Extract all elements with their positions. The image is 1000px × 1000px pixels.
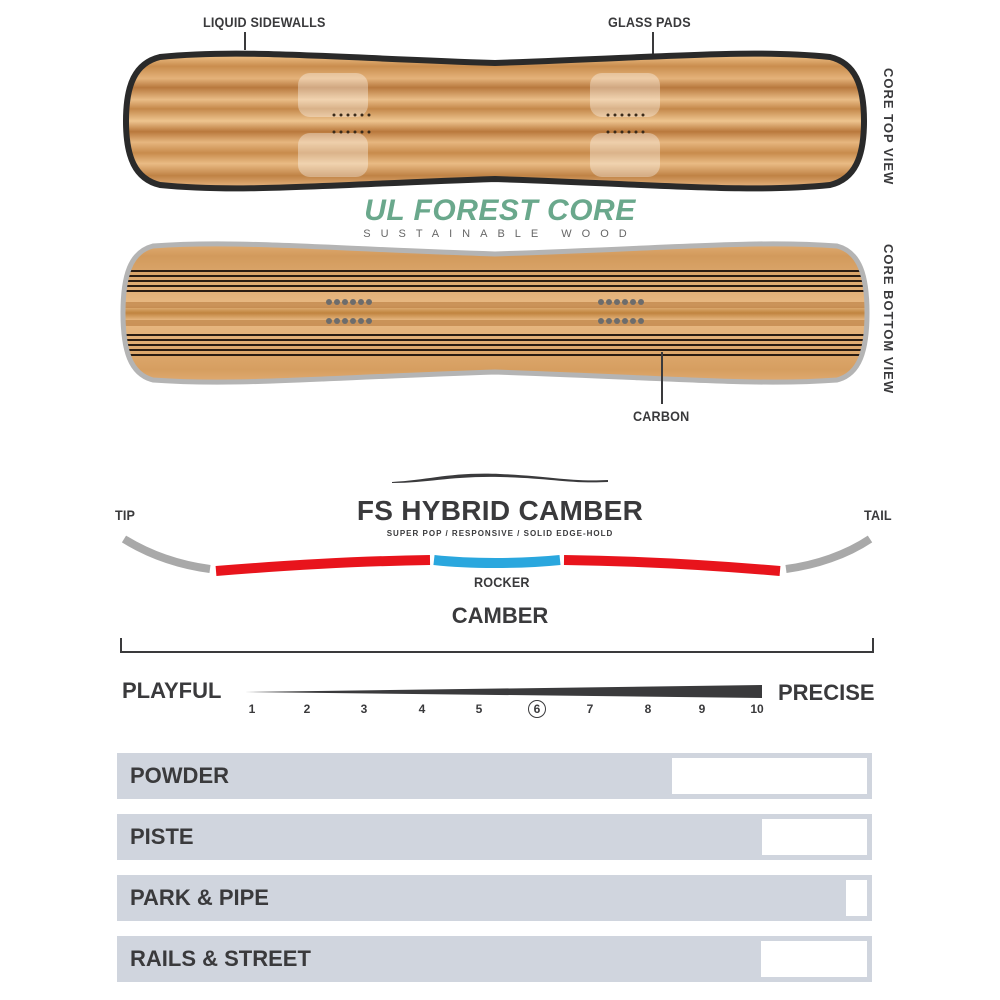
rating-empty-segment	[762, 819, 867, 855]
camber-label: CAMBER	[451, 603, 549, 628]
rating-bar-piste: PISTE	[117, 814, 872, 860]
profile-title: FS HYBRID CAMBER	[356, 495, 644, 526]
scale-tick: 1	[248, 702, 256, 716]
scale-tick: 10	[750, 702, 764, 716]
callout-glass-pads: GLASS PADS	[608, 14, 691, 30]
leader-line	[244, 32, 246, 50]
rating-label: PARK & PIPE	[130, 885, 269, 910]
camber-profile-diagram	[121, 535, 873, 576]
scale-tick: 4	[418, 702, 426, 716]
scale-tick: 3	[360, 702, 368, 716]
scale-tick-selected: 6	[528, 700, 546, 718]
scale-tick: 8	[644, 702, 652, 716]
scale-wedge	[245, 685, 762, 698]
rating-empty-segment	[761, 941, 867, 977]
snowboard-top-image	[122, 50, 868, 192]
scale-right-label: PRECISE	[778, 680, 875, 705]
leader-line	[661, 352, 663, 404]
rocker-label: ROCKER	[474, 574, 530, 590]
core-bottom-view-label: CORE BOTTOM VIEW	[881, 244, 896, 395]
brand-subtitle: SUSTAINABLE WOOD	[363, 228, 637, 240]
scale-tick: 7	[586, 702, 594, 716]
scale-left-label: PLAYFUL	[122, 678, 222, 703]
rating-bar-rails-street: RAILS & STREET	[117, 936, 872, 982]
profile-subtitle: SUPER POP / RESPONSIVE / SOLID EDGE-HOLD	[386, 529, 614, 538]
snowboard-bottom-image	[120, 241, 870, 385]
rating-label: POWDER	[130, 763, 229, 788]
rating-bar-park-pipe: PARK & PIPE	[117, 875, 872, 921]
callout-liquid-sidewalls: LIQUID SIDEWALLS	[203, 14, 326, 30]
core-top-view-label: CORE TOP VIEW	[881, 68, 896, 186]
rating-bar-powder: POWDER	[117, 753, 872, 799]
callout-carbon: CARBON	[633, 408, 690, 424]
profile-wave-icon	[392, 473, 608, 483]
scale-tick: 2	[303, 702, 311, 716]
rating-label: PISTE	[130, 824, 194, 849]
tail-label: TAIL	[864, 507, 892, 523]
scale-tick: 5	[475, 702, 483, 716]
brand-title: UL FOREST CORE	[364, 194, 636, 227]
tip-label: TIP	[115, 507, 136, 523]
scale-tick: 9	[698, 702, 706, 716]
rating-empty-segment	[672, 758, 867, 794]
rating-empty-segment	[846, 880, 867, 916]
profile-length-bracket	[120, 638, 874, 653]
rating-label: RAILS & STREET	[130, 946, 311, 971]
brand-block: UL FOREST CORE SUSTAINABLE WOOD	[300, 194, 700, 240]
